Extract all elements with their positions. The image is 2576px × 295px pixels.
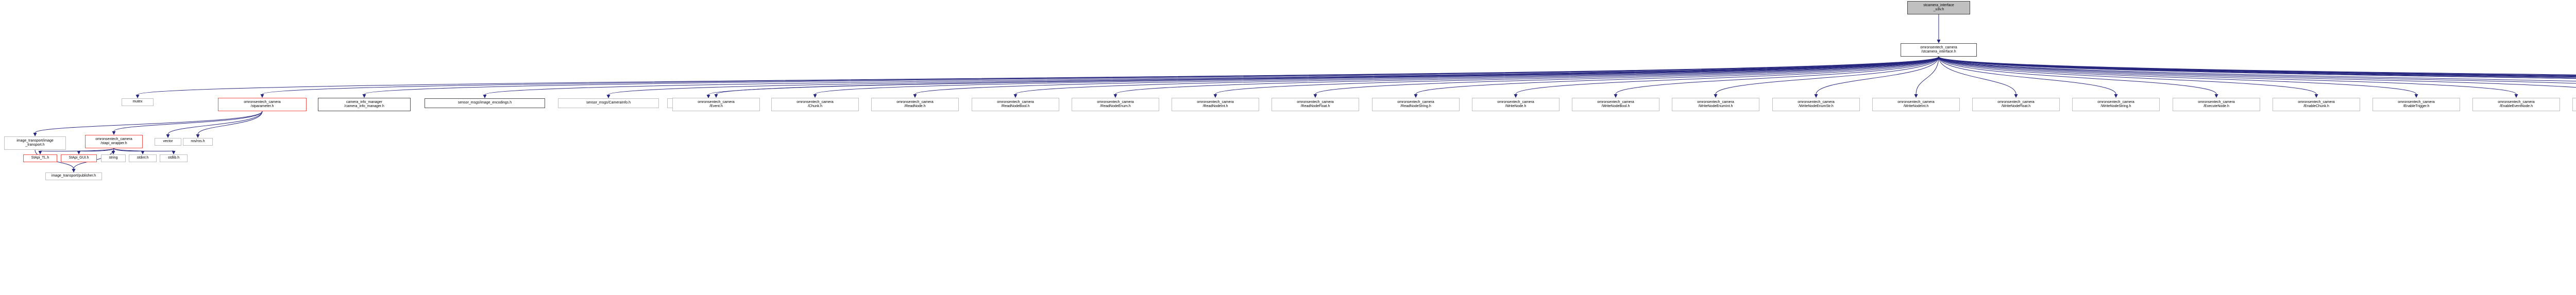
graph-node-n47[interactable]: stdlib.h: [160, 154, 188, 162]
graph-node-n39[interactable]: image_transport/image _transport.h: [4, 136, 66, 150]
graph-node-n17[interactable]: omronsentech_camera /WriteNodeBool.h: [1572, 98, 1659, 111]
graph-node-n13[interactable]: omronsentech_camera /ReadNodeInt.h: [1172, 98, 1259, 111]
graph-node-n45[interactable]: string: [101, 154, 126, 162]
graph-node-n5[interactable]: sensor_msgs/image_encodings.h: [425, 98, 545, 108]
graph-node-n42[interactable]: ros/ros.h: [183, 138, 213, 146]
graph-node-n46[interactable]: stdint.h: [129, 154, 157, 162]
graph-node-n40[interactable]: omronsentech_camera /stapi_wrapper.h: [85, 135, 143, 148]
graph-node-n10[interactable]: omronsentech_camera /ReadNode.h: [871, 98, 959, 111]
graph-node-n21[interactable]: omronsentech_camera /WriteNodeFloat.h: [1972, 98, 2060, 111]
graph-node-n16[interactable]: omronsentech_camera /WriteNode.h: [1472, 98, 1560, 111]
graph-node-n48[interactable]: image_transport/publisher.h: [45, 172, 102, 180]
graph-node-n15[interactable]: omronsentech_camera /ReadNodeString.h: [1372, 98, 1460, 111]
graph-node-n12[interactable]: omronsentech_camera /ReadNodeEnum.h: [1072, 98, 1159, 111]
graph-node-n19[interactable]: omronsentech_camera /WriteNodeEnumStr.h: [1772, 98, 1860, 111]
graph-node-n22[interactable]: omronsentech_camera /WriteNodeString.h: [2072, 98, 2160, 111]
graph-node-n18[interactable]: omronsentech_camera /WriteNodeEnumInt.h: [1672, 98, 1759, 111]
graph-node-n1[interactable]: omronsentech_camera /stcamera_interface.…: [1901, 43, 1977, 57]
graph-node-n14[interactable]: omronsentech_camera /ReadNodeFloat.h: [1272, 98, 1359, 111]
graph-node-n6[interactable]: sensor_msgs/CameraInfo.h: [558, 98, 659, 108]
graph-node-n44[interactable]: StApi_GUI.h: [61, 154, 97, 162]
graph-node-n11[interactable]: omronsentech_camera /ReadNodeBool.h: [972, 98, 1059, 111]
graph-node-n27[interactable]: omronsentech_camera /EnableImageAcquisit…: [2572, 98, 2576, 111]
graph-node-n4[interactable]: camera_info_manager /camera_info_manager…: [318, 98, 411, 111]
graph-node-n20[interactable]: omronsentech_camera /WriteNodeInt.h: [1872, 98, 1960, 111]
graph-node-n25[interactable]: omronsentech_camera /EnableTrigger.h: [2372, 98, 2460, 111]
graph-node-n23[interactable]: omronsentech_camera /ExecuteNode.h: [2173, 98, 2260, 111]
graph-node-n24[interactable]: omronsentech_camera /EnableChunk.h: [2273, 98, 2360, 111]
graph-node-n0[interactable]: stcamera_interface _u3v.h: [1907, 1, 1970, 14]
graph-node-n9[interactable]: omronsentech_camera /Chunk.h: [771, 98, 859, 111]
graph-node-n41[interactable]: vector: [155, 138, 181, 146]
graph-node-n2[interactable]: mutex: [122, 98, 154, 106]
graph-node-n43[interactable]: StApi_TL.h: [23, 154, 57, 162]
graph-node-n26[interactable]: omronsentech_camera /EnableEventNode.h: [2472, 98, 2560, 111]
graph-node-n3[interactable]: omronsentech_camera /stparameter.h: [218, 98, 307, 111]
graph-node-n8[interactable]: omronsentech_camera /Event.h: [672, 98, 760, 111]
